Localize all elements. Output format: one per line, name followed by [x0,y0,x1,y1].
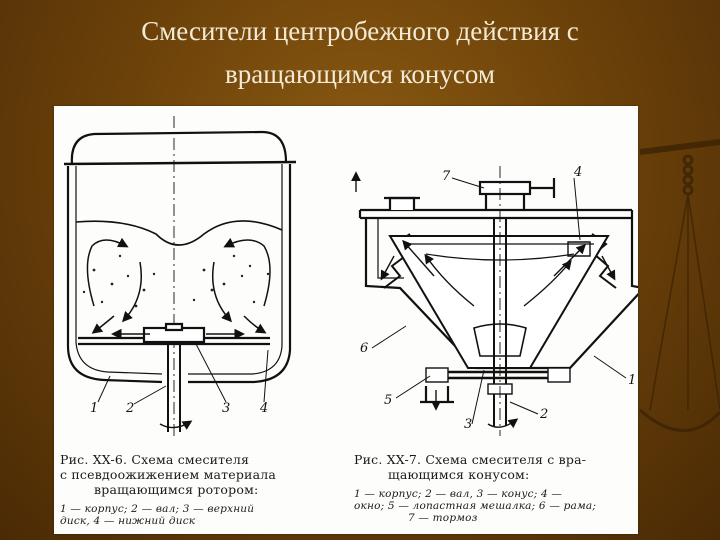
right-figure-caption: Рис. XX-7. Схема смесителя с вра- щающим… [354,452,632,524]
cone [388,235,610,369]
vessel-body [66,164,292,384]
left-mixer-leader-lines [97,343,269,405]
slide-title: Смесители центробежного действия с враща… [0,10,720,96]
left-callout-1: 1 [90,401,98,416]
left-mixer-particles [82,254,270,308]
brake [478,180,532,196]
right-callout-1: 1 [628,373,636,388]
shaft [167,328,181,432]
left-mixer-flow-arrows [86,237,271,340]
right-caption-line-2: щающимся конусом: [388,467,530,482]
left-caption-legend-2: диск, 4 — нижний диск [60,515,196,527]
right-callout-6: 6 [360,341,368,356]
right-caption-legend-3: 7 — тормоз [408,512,478,524]
left-callout-2: 2 [125,401,134,416]
left-caption-line-2: с псевдоожижением материала [60,467,277,482]
right-callout-3: 3 [464,417,472,432]
diagram-figure-panel: 1 2 3 4 [54,106,638,534]
right-mixer-leader-lines [371,177,627,425]
right-callout-2: 2 [539,407,548,422]
right-caption-legend-1: 1 — корпус; 2 — вал, 3 — конус; 4 — [354,488,563,500]
right-callout-7: 7 [442,169,451,184]
window [567,241,591,257]
slide-title-line-2: вращающимся конусом [225,59,495,89]
mixer-schematics: 1 2 3 4 [63,116,638,436]
left-callout-4: 4 [259,401,268,416]
right-callout-4: 4 [573,165,582,180]
left-caption-legend-1: 1 — корпус; 2 — вал; 3 — верхний [60,503,255,515]
right-callout-5: 5 [384,393,392,408]
slide-title-line-1: Смесители центробежного действия с [141,16,579,46]
right-caption-legend-2: окно; 5 — лопастная мешалка; 6 — рама; [354,500,597,512]
left-caption-line-3: вращающимся ротором: [94,482,259,497]
left-caption-line-1: Рис. XX-6. Схема смесителя [60,452,250,467]
balance-scale-decoration [639,139,720,432]
material-surface [75,220,283,246]
right-caption-line-1: Рис. XX-7. Схема смесителя с вра- [354,452,587,467]
left-mixer-diagram [63,116,297,436]
right-mixer-diagram [358,166,638,436]
left-callout-3: 3 [222,401,230,416]
right-mixer-flow-arrows [351,171,616,411]
left-figure-caption: Рис. XX-6. Схема смесителя с псевдоожиже… [60,452,296,527]
